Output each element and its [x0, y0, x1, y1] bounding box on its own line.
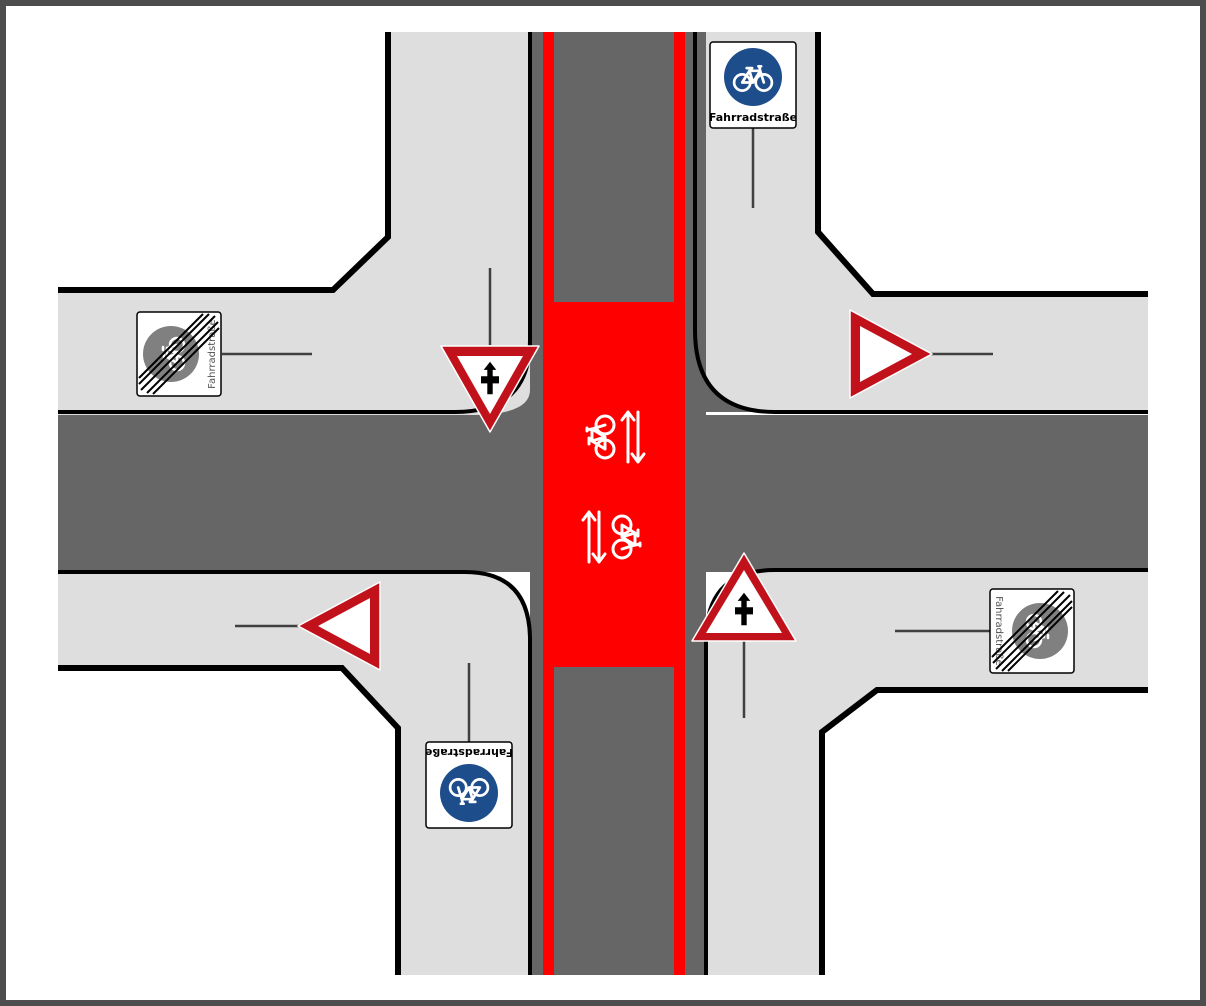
fahrradstrasse-sign-sw: Fahrradstraße — [425, 741, 513, 829]
two-way-arrow-icon — [620, 410, 646, 464]
end-fahrradstrasse-label: Fahrradstraße — [993, 596, 1004, 666]
priority-warning-sign — [691, 552, 797, 642]
sign-posts — [222, 128, 993, 742]
road-corner-nw — [470, 390, 530, 415]
curbs — [58, 32, 1148, 975]
fahrradstrasse-label: Fahrradstraße — [709, 111, 797, 124]
bike-lane-stripe-right-north — [674, 32, 685, 302]
bike-lane-stripe-right-south — [674, 667, 685, 975]
yield-priority-sign — [440, 345, 540, 433]
end-fahrradstrasse-label: Fahrradstraße — [207, 319, 218, 389]
fahrradstrasse-label: Fahrradstraße — [425, 746, 513, 759]
bike-lane-stripe-left-south — [543, 667, 554, 975]
fahrradstrasse-sign-ne: Fahrradstraße — [709, 41, 797, 129]
sidewalk-northeast — [695, 32, 1148, 412]
bike-crossing-red-area — [543, 302, 685, 667]
end-fahrradstrasse-sign-e: Fahrradstraße — [989, 588, 1075, 674]
bike-lane-stripe-left-north — [543, 32, 554, 302]
yield-sign-w — [297, 581, 381, 671]
yield-sign-e — [849, 309, 933, 399]
end-fahrradstrasse-sign-w: Fahrradstraße — [136, 311, 222, 397]
two-way-arrow-icon — [581, 510, 607, 564]
sidewalk-southwest — [58, 572, 530, 975]
